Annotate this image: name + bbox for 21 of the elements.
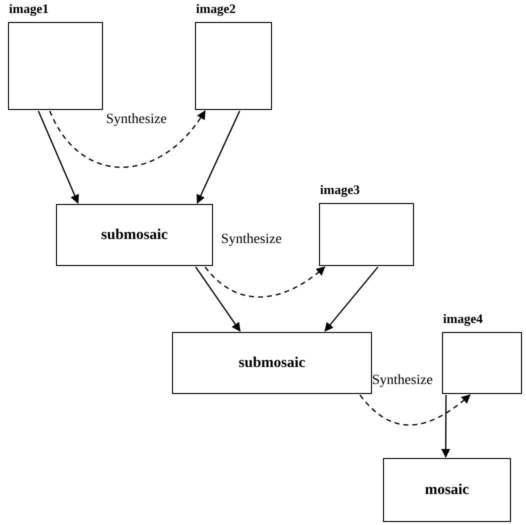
image-label: image3 <box>320 182 360 198</box>
process-box <box>56 204 213 266</box>
image-label: image1 <box>9 1 49 17</box>
arrow <box>196 110 240 204</box>
process-box <box>172 332 372 394</box>
box-label: submosaic <box>101 226 168 244</box>
image-label: image2 <box>196 1 236 17</box>
box-label: submosaic <box>238 354 306 372</box>
arrow <box>324 266 378 332</box>
dashed-curved-arrow <box>49 110 206 168</box>
dashed-curved-arrow <box>204 266 326 298</box>
process-box <box>383 458 511 522</box>
arrow <box>441 395 450 458</box>
edge-label: Synthesize <box>372 373 433 389</box>
edge-label: Synthesize <box>221 232 282 248</box>
dashed-curved-arrow <box>360 394 471 426</box>
edge-label: Synthesize <box>106 112 167 128</box>
box-label: mosaic <box>424 482 470 498</box>
arrow <box>195 266 241 332</box>
arrow <box>38 110 79 204</box>
image-label: image4 <box>443 311 483 327</box>
